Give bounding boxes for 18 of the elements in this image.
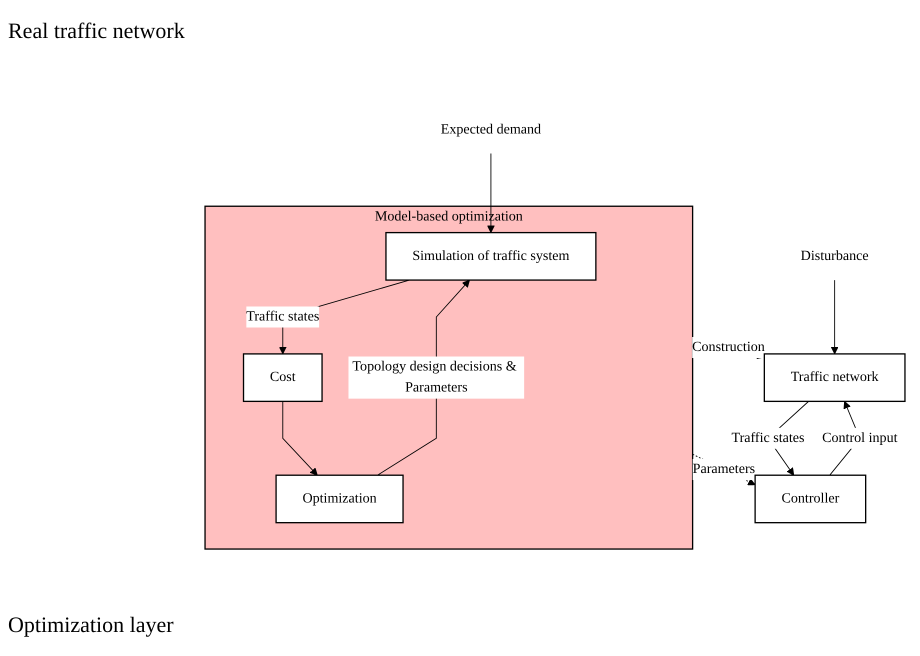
node-box: Cost: [242, 354, 323, 402]
edge-label: Control input: [822, 430, 898, 446]
layer-heading: Real traffic network: [8, 18, 186, 44]
node-text: Expected demand: [440, 122, 542, 138]
arrow: [830, 280, 839, 355]
edge-label: Topology design decisions & Parameters: [352, 360, 517, 396]
edge-label: Parameters: [692, 462, 756, 478]
node-box: Traffic network: [764, 354, 906, 402]
edge-label: Construction: [692, 340, 765, 356]
edge-label: Traffic states: [731, 430, 805, 446]
node-text: Disturbance: [800, 248, 869, 264]
edge-label: Traffic states: [246, 310, 320, 324]
arrow: [487, 154, 495, 234]
node-box: Simulation of traffic system: [385, 232, 597, 282]
arrow: [282, 401, 318, 476]
layer-heading: Optimization layer: [8, 612, 175, 638]
node-box: Controller: [754, 475, 866, 524]
node-box: Optimization: [275, 475, 404, 524]
